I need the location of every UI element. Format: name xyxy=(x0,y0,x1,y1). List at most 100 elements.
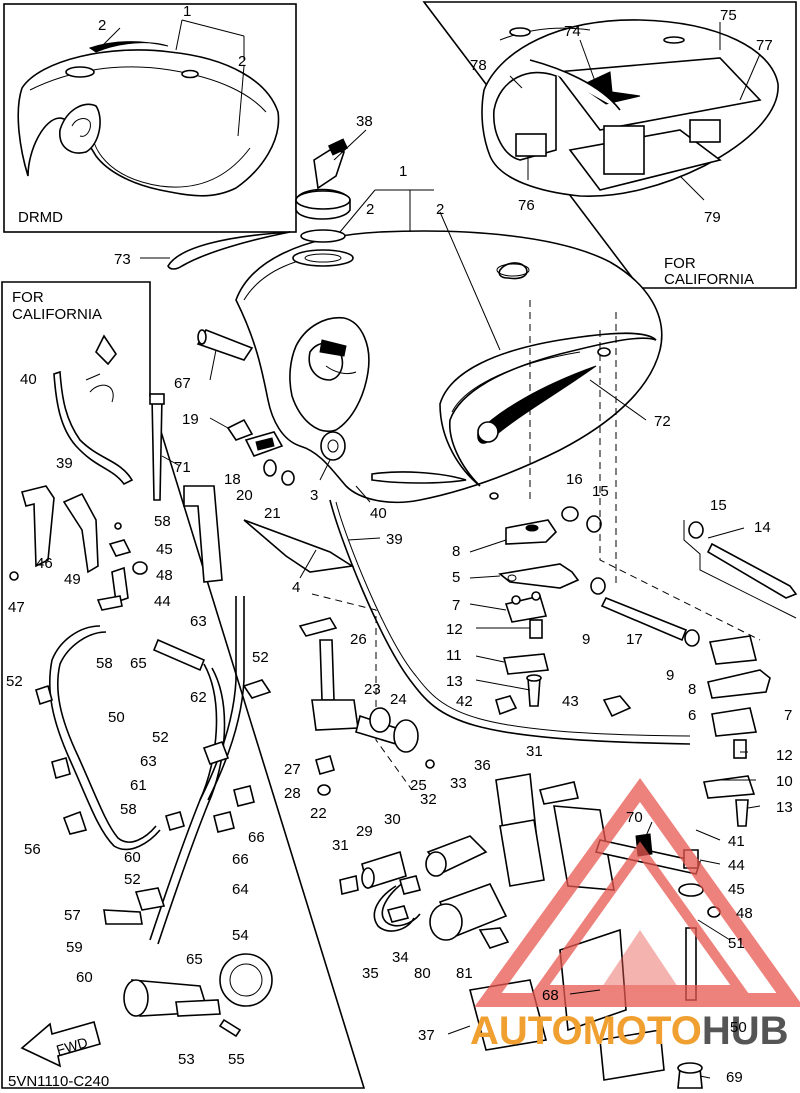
callout-31b: 31 xyxy=(332,837,349,854)
callout-52c: 52 xyxy=(152,729,169,746)
callout-14: 14 xyxy=(754,519,771,536)
california-hose-label-line2: CALIFORNIA xyxy=(12,306,102,323)
callout-50a: 50 xyxy=(108,709,125,726)
callout-44a: 44 xyxy=(154,593,171,610)
callout-60b: 60 xyxy=(76,969,93,986)
callout-53: 53 xyxy=(178,1051,195,1068)
diagram-code: 5VN1110-C240 xyxy=(8,1073,109,1090)
callout-23: 23 xyxy=(364,681,381,698)
callout-81: 81 xyxy=(456,965,473,982)
callout-75: 75 xyxy=(720,7,737,24)
callout-54: 54 xyxy=(232,927,249,944)
callout-52d: 52 xyxy=(124,871,141,888)
callout-12a: 12 xyxy=(446,621,463,638)
callout-66a: 66 xyxy=(248,829,265,846)
callout-13b: 13 xyxy=(776,799,793,816)
callout-35: 35 xyxy=(362,965,379,982)
callout-55: 55 xyxy=(228,1051,245,1068)
callout-45b: 45 xyxy=(728,881,745,898)
callout-25: 25 xyxy=(410,777,427,794)
callout-77: 77 xyxy=(756,37,773,54)
callout-1a: 1 xyxy=(183,3,191,20)
callout-41: 41 xyxy=(728,833,745,850)
callout-19: 19 xyxy=(182,411,199,428)
callout-59: 59 xyxy=(66,939,83,956)
callout-49: 49 xyxy=(64,571,81,588)
fwd-arrow: FWD xyxy=(20,1021,101,1068)
callout-21: 21 xyxy=(264,505,281,522)
callout-60a: 60 xyxy=(124,849,141,866)
callout-8b: 8 xyxy=(688,681,696,698)
callout-76: 76 xyxy=(518,197,535,214)
california-hose-parts xyxy=(9,334,273,1038)
tank-mount-parts xyxy=(226,418,346,486)
callout-73: 73 xyxy=(114,251,131,268)
california-tank-inset: FOR CALIFORNIA xyxy=(422,1,797,289)
callout-7a: 7 xyxy=(452,597,460,614)
callout-52b: 52 xyxy=(252,649,269,666)
emblem-strip xyxy=(167,231,291,270)
callout-50b: 50 xyxy=(730,1019,747,1036)
callout-40a: 40 xyxy=(20,371,37,388)
drmd-label: DRMD xyxy=(18,209,63,226)
watermark-text: AUTOMOTOHUB xyxy=(470,1009,789,1053)
callout-27: 27 xyxy=(284,761,301,778)
callout-66b: 66 xyxy=(232,851,249,868)
callout-67: 67 xyxy=(174,375,191,392)
callout-17: 17 xyxy=(626,631,643,648)
callout-13a: 13 xyxy=(446,673,463,690)
callout-5: 5 xyxy=(452,569,460,586)
fuel-cap xyxy=(292,138,354,267)
callout-61: 61 xyxy=(130,777,147,794)
callout-24: 24 xyxy=(390,691,407,708)
callout-22: 22 xyxy=(310,805,327,822)
drmd-inset: DRMD xyxy=(3,3,297,233)
callout-58b: 58 xyxy=(96,655,113,672)
callout-7b: 7 xyxy=(784,707,792,724)
callout-18: 18 xyxy=(224,471,241,488)
callout-80: 80 xyxy=(414,965,431,982)
callout-1b: 1 xyxy=(399,163,407,180)
callout-15b: 15 xyxy=(710,497,727,514)
callout-12b: 12 xyxy=(776,747,793,764)
tank-cover-strip xyxy=(243,519,355,573)
callout-3: 3 xyxy=(310,487,318,504)
callout-68: 68 xyxy=(542,987,559,1004)
callout-9b: 9 xyxy=(666,667,674,684)
callout-71: 71 xyxy=(174,459,191,476)
callout-40b: 40 xyxy=(370,505,387,522)
callout-74: 74 xyxy=(564,23,581,40)
callout-42: 42 xyxy=(456,693,473,710)
callout-37: 37 xyxy=(418,1027,435,1044)
callout-52a: 52 xyxy=(6,673,23,690)
callout-57: 57 xyxy=(64,907,81,924)
callout-30: 30 xyxy=(384,811,401,828)
callout-79: 79 xyxy=(704,209,721,226)
callout-2a: 2 xyxy=(98,17,106,34)
callout-46: 46 xyxy=(36,555,53,572)
callout-58a: 58 xyxy=(154,513,171,530)
callout-9a: 9 xyxy=(582,631,590,648)
callout-10: 10 xyxy=(776,773,793,790)
fuel-tank xyxy=(235,230,663,504)
callout-72: 72 xyxy=(654,413,671,430)
callout-43: 43 xyxy=(562,693,579,710)
callout-11: 11 xyxy=(446,647,462,664)
california-hose-inset: FOR CALIFORNIA xyxy=(1,281,366,1089)
callout-33: 33 xyxy=(450,775,467,792)
callout-29: 29 xyxy=(356,823,373,840)
callout-65a: 65 xyxy=(130,655,147,672)
callout-38: 38 xyxy=(356,113,373,130)
callout-44b: 44 xyxy=(728,857,745,874)
callout-58c: 58 xyxy=(120,801,137,818)
california-hose-label-line1: FOR xyxy=(12,289,44,306)
callout-16: 16 xyxy=(566,471,583,488)
callout-45a: 45 xyxy=(156,541,173,558)
callout-2c: 2 xyxy=(366,201,374,218)
callout-65b: 65 xyxy=(186,951,203,968)
callout-69: 69 xyxy=(726,1069,743,1086)
right-mounts xyxy=(495,506,798,827)
callout-4: 4 xyxy=(292,579,300,596)
callout-numbers: 1 2 2 38 1 2 2 73 74 75 77 78 76 79 40 6… xyxy=(6,3,793,1086)
callout-8a: 8 xyxy=(452,543,460,560)
